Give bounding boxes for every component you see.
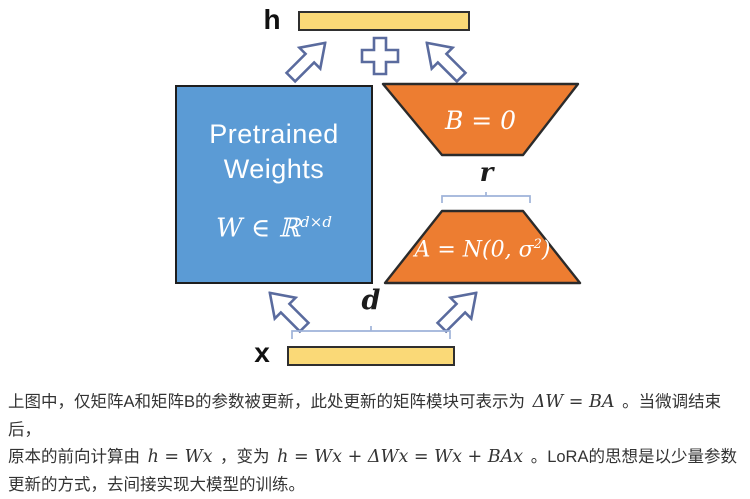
matrix-a-formula-close: ) [542,237,551,262]
input-dimension-label: d [291,285,451,316]
caption-text-segment: 。LoRA的思想是以少量参数 [531,448,737,466]
matrix-b-formula: B = 0 [381,106,580,135]
caption-math-segment: h = Wx [140,447,220,467]
input-dimension-bracket [291,326,451,340]
pretrained-weights-box: Pretrained Weights W ∈ ℝd×d [175,85,373,284]
caption-line: 上图中，仅矩阵A和矩阵B的参数被更新，此处更新的矩阵模块可表示为 ΔW = BA… [8,389,745,444]
arrow-up-right-icon [276,28,340,92]
caption-line: 更新的方式，去间接实现大模型的训练。 [8,472,745,499]
pretrained-weights-title-line1: Pretrained [209,117,339,152]
formula-superscript: d×d [300,213,332,231]
x-input-vector-bar [287,346,455,366]
rank-dimension-label: r [441,158,532,188]
x-input-label: x [242,337,282,369]
matrix-a-formula: A = N(0, σ2) [383,237,582,262]
caption-math-segment: h = Wx + ΔWx = Wx + BAx [270,447,531,467]
caption-text-segment: ，变为 [220,448,270,466]
formula-base: W ∈ ℝ [216,214,300,244]
caption-text-segment: 更新的方式，去间接实现大模型的训练。 [8,476,305,494]
caption-line: 原本的前向计算由 h = Wx ，变为 h = Wx + ΔWx = Wx + … [8,444,745,472]
h-output-label: h [252,4,292,36]
rank-dimension-bracket [441,192,532,204]
matrix-a-formula-sup: 2 [534,237,542,252]
caption-text-segment: 原本的前向计算由 [8,448,140,466]
pretrained-weights-title-line2: Weights [224,152,325,187]
matrix-a-formula-base: A = N(0, σ [414,237,533,262]
h-output-vector-bar [298,11,470,31]
caption-paragraph: 上图中，仅矩阵A和矩阵B的参数被更新，此处更新的矩阵模块可表示为 ΔW = BA… [8,389,745,499]
weight-matrix-formula: W ∈ ℝd×d [216,213,332,244]
caption-text-segment: 上图中，仅矩阵A和矩阵B的参数被更新，此处更新的矩阵模块可表示为 [8,393,525,411]
caption-math-segment: ΔW = BA [525,392,622,412]
lora-diagram: h Pretrained Weights W ∈ ℝd×d B = 0 r A … [0,0,750,475]
plus-icon [360,36,400,76]
